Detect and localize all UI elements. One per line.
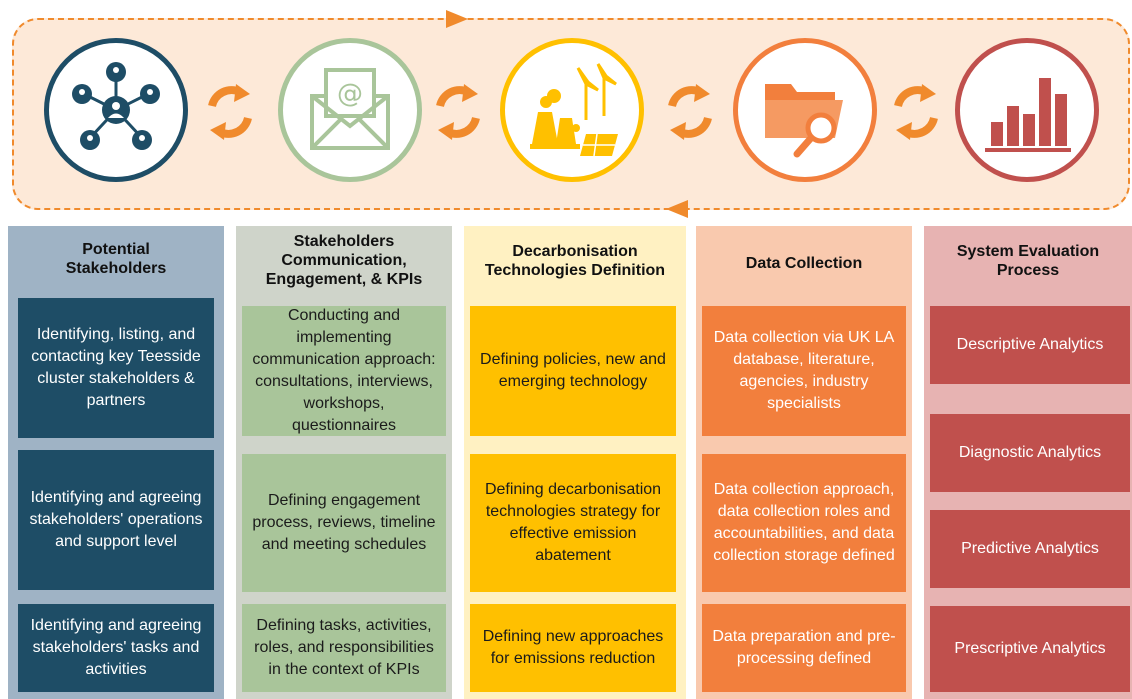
column-potential-stakeholders: Potential Stakeholders Identifying, list… <box>8 226 224 699</box>
process-box: Identifying and agreeing stakeholders' t… <box>18 604 214 692</box>
process-box: Defining decarbonisation technologies st… <box>470 454 676 592</box>
column-system-evaluation: System Evaluation Process Descriptive An… <box>924 226 1132 699</box>
energy-technologies-icon <box>500 38 644 182</box>
column-title: Potential Stakeholders <box>65 241 167 277</box>
bar-chart-icon <box>955 38 1099 182</box>
column-stakeholders-communication: Stakeholders Communication, Engagement, … <box>236 226 452 699</box>
process-box: Defining engagement process, reviews, ti… <box>242 454 446 592</box>
analytics-box-prescriptive: Prescriptive Analytics <box>930 606 1130 692</box>
column-title: Decarbonisation Technologies Definition <box>484 243 666 279</box>
loop-arrow-right-icon <box>446 10 468 28</box>
column-title: Data Collection <box>745 255 863 272</box>
folder-search-icon <box>733 38 877 182</box>
column-decarbonisation-technologies: Decarbonisation Technologies Definition … <box>464 226 686 699</box>
cycle-arrows-icon <box>894 84 938 140</box>
analytics-box-diagnostic: Diagnostic Analytics <box>930 414 1130 492</box>
cycle-arrows-icon <box>436 84 480 140</box>
process-box: Data collection via UK LA database, lite… <box>702 306 906 436</box>
analytics-box-descriptive: Descriptive Analytics <box>930 306 1130 384</box>
column-title: System Evaluation Process <box>956 243 1100 279</box>
column-data-collection: Data Collection Data collection via UK L… <box>696 226 912 699</box>
process-box: Defining policies, new and emerging tech… <box>470 306 676 436</box>
svg-text:@: @ <box>337 79 363 109</box>
stakeholder-network-icon <box>44 38 188 182</box>
process-box: Identifying and agreeing stakeholders' o… <box>18 450 214 590</box>
process-box: Conducting and implementing communicatio… <box>242 306 446 436</box>
column-title: Stakeholders Communication, Engagement, … <box>265 233 423 288</box>
cycle-arrows-icon <box>208 84 252 140</box>
process-box: Defining tasks, activities, roles, and r… <box>242 604 446 692</box>
loop-arrow-left-icon <box>666 200 688 218</box>
analytics-box-predictive: Predictive Analytics <box>930 510 1130 588</box>
process-box: Data preparation and pre- processing def… <box>702 604 906 692</box>
process-box: Data collection approach, data collectio… <box>702 454 906 592</box>
process-box: Identifying, listing, and contacting key… <box>18 298 214 438</box>
process-box: Defining new approaches for emissions re… <box>470 604 676 692</box>
cycle-arrows-icon <box>668 84 712 140</box>
email-envelope-icon: @ <box>278 38 422 182</box>
